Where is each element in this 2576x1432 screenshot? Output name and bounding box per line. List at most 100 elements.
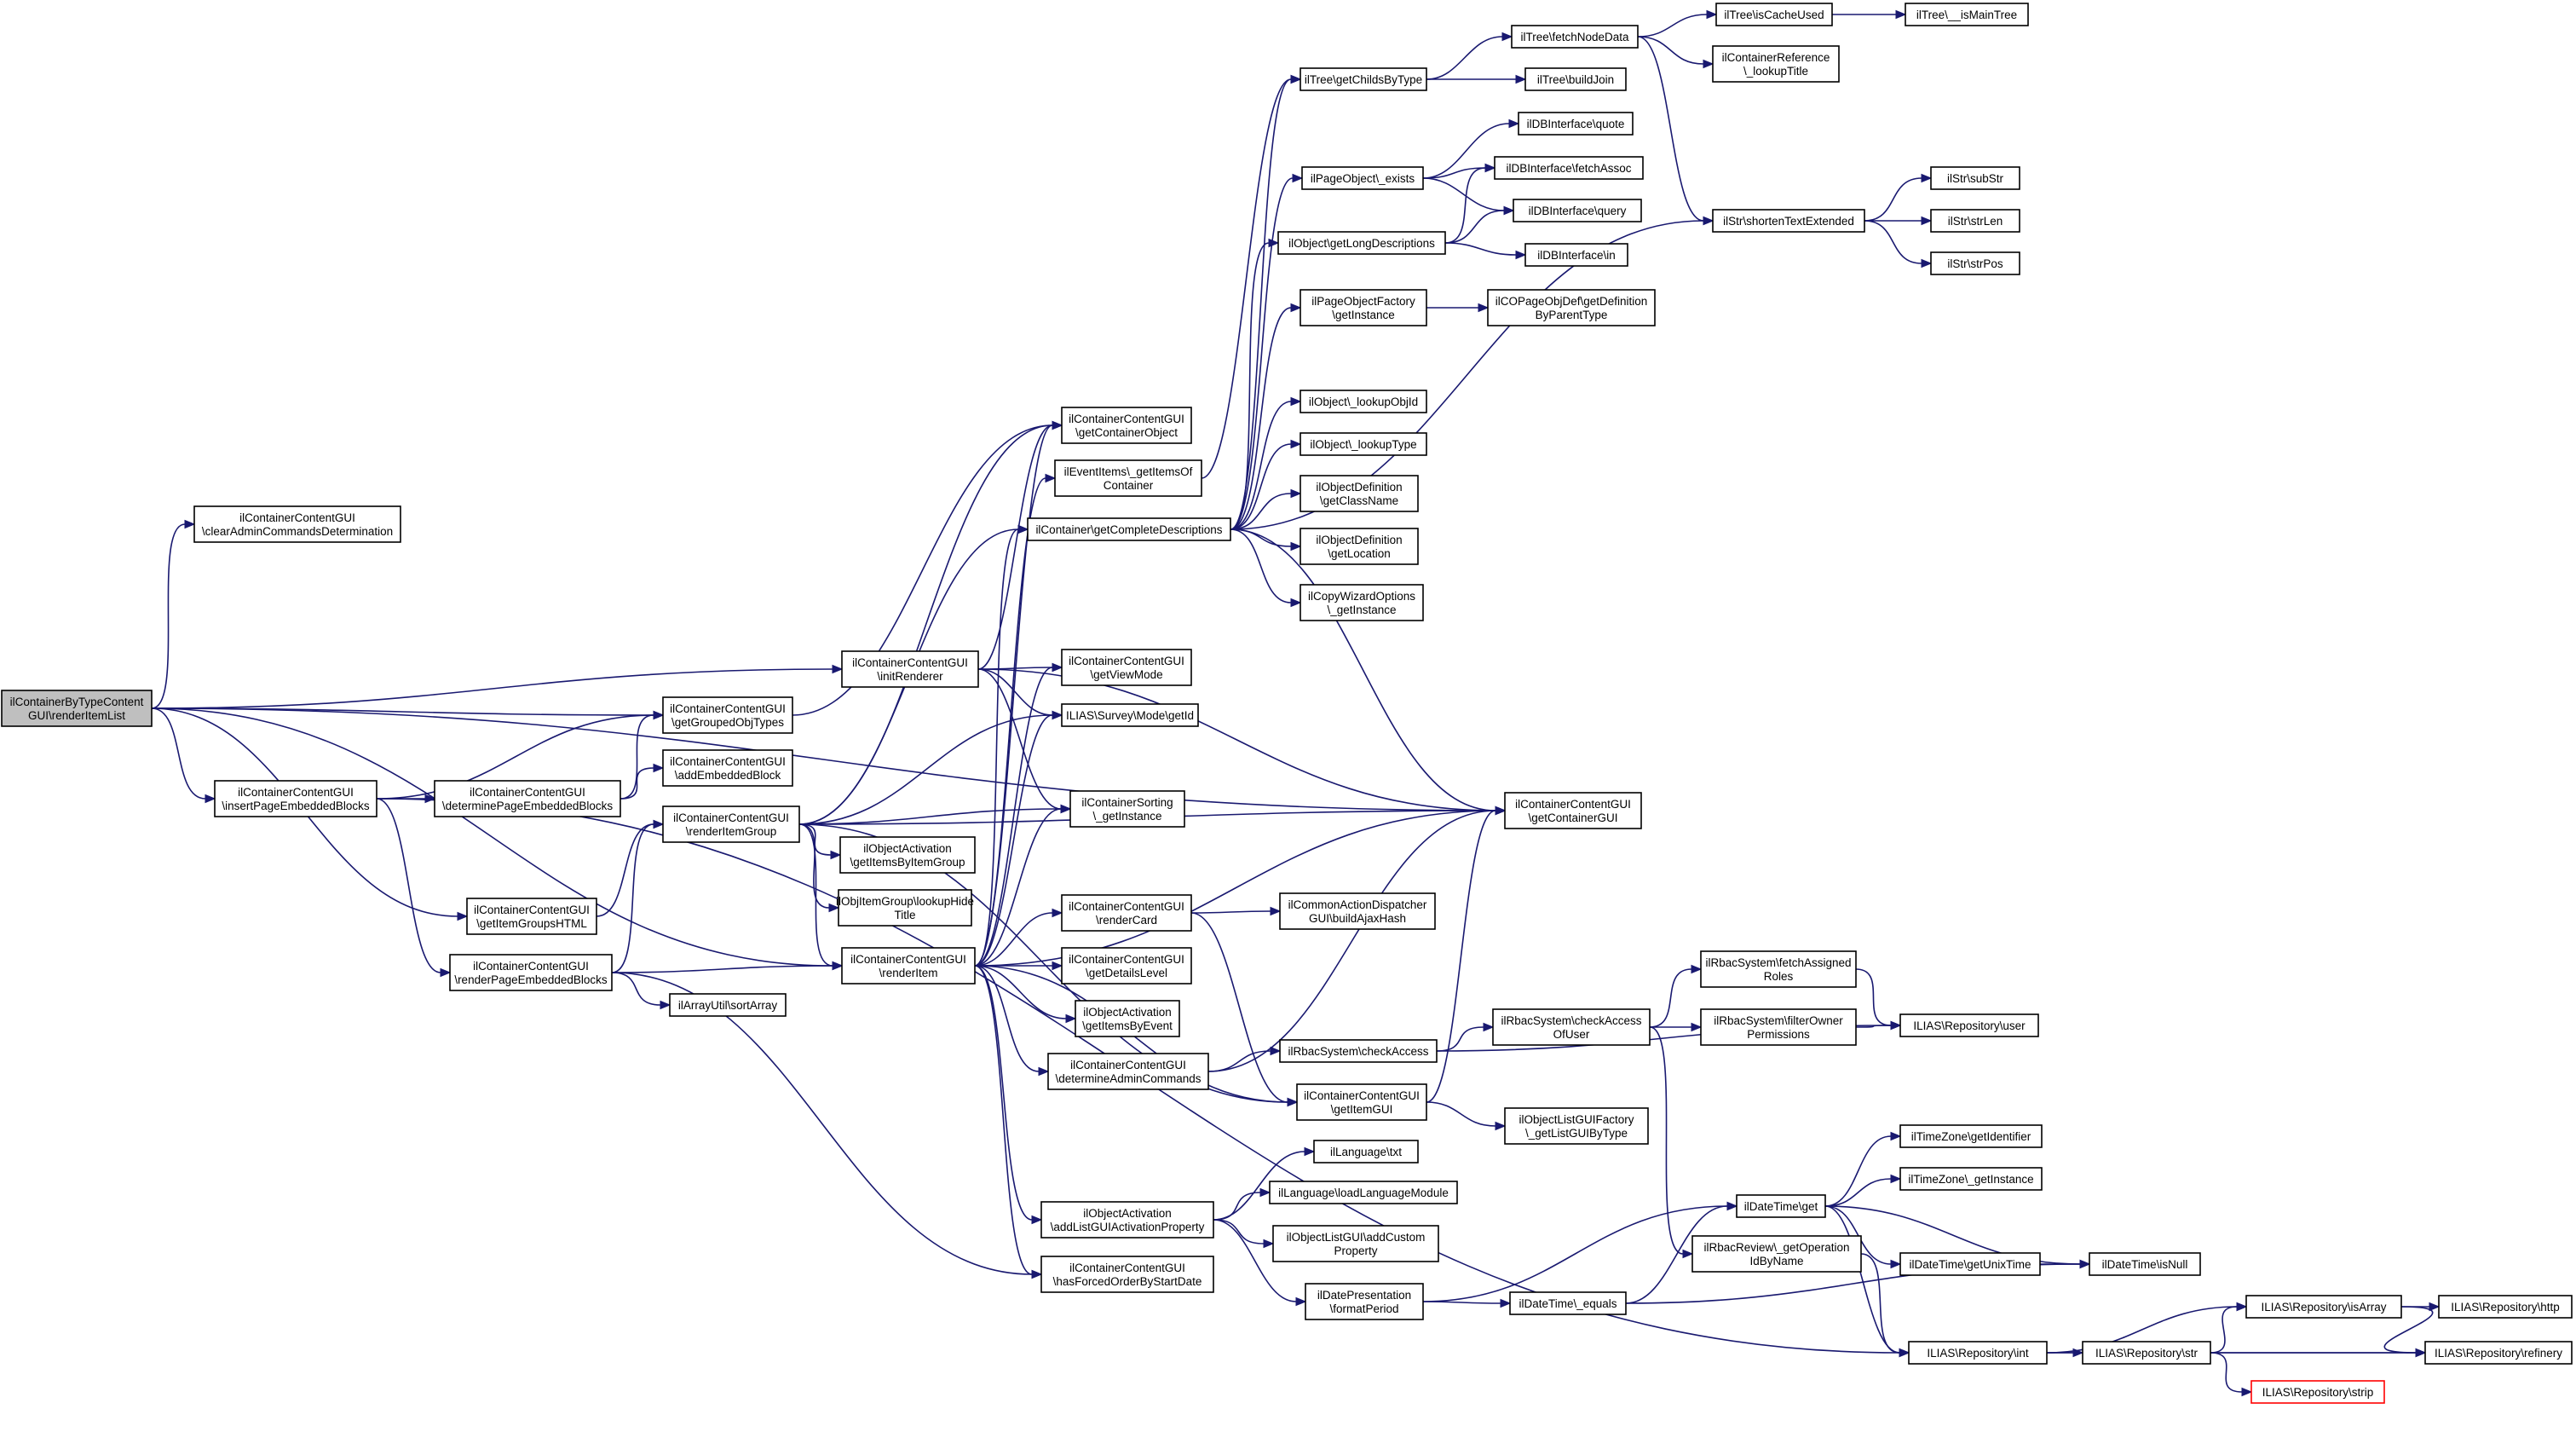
node-get-location[interactable]: ilObjectDefinition\getLocation (1300, 528, 1419, 565)
node-sort-array[interactable]: ilArrayUtil\sortArray (669, 993, 787, 1017)
node-repo-int[interactable]: ILIAS\Repository\int (1908, 1341, 2048, 1365)
node-repo-user[interactable]: ILIAS\Repository\user (1899, 1013, 2039, 1037)
node-get-childs[interactable]: ilTree\getChildsByType (1300, 67, 1427, 91)
node-long-desc[interactable]: ilObject\getLongDescriptions (1277, 231, 1446, 255)
node-copy-wizard[interactable]: ilCopyWizardOptions\_getInstance (1300, 584, 1424, 621)
edge-review-op-to-repo-int (1860, 1253, 1910, 1358)
node-repo-is-array[interactable]: ILIAS\Repository\isArray (2245, 1295, 2402, 1319)
node-get-container-gui[interactable]: ilContainerContentGUI\getContainerGUI (1504, 792, 1642, 829)
node-get-view-mode[interactable]: ilContainerContentGUI\getViewMode (1061, 649, 1192, 686)
node-build-join[interactable]: ilTree\buildJoin (1524, 67, 1627, 91)
node-render-group[interactable]: ilContainerContentGUI\renderItemGroup (662, 806, 800, 843)
node-box (1040, 1201, 1214, 1239)
node-label: ilTree\fetchNodeData (1520, 31, 1629, 43)
node-quote[interactable]: ilDBInterface\quote (1518, 112, 1634, 136)
edge-arrowhead (1259, 1187, 1271, 1198)
node-sub-str[interactable]: ilStr\subStr (1930, 166, 2020, 190)
edge-line (611, 823, 654, 973)
node-sorting[interactable]: ilContainerSorting\_getInstance (1069, 790, 1185, 828)
node-format-period[interactable]: ilDatePresentation\formatPeriod (1305, 1283, 1424, 1320)
node-obj-act-group[interactable]: ilObjectActivation\getItemsByItemGroup (839, 836, 976, 874)
node-render-item[interactable]: ilContainerContentGUI\renderItem (841, 947, 976, 984)
node-label: ilStr\shortenTextExtended (1723, 215, 1854, 228)
node-lookup-type[interactable]: ilObject\_lookupType (1300, 432, 1427, 456)
node-txt[interactable]: ilLanguage\txt (1313, 1140, 1419, 1164)
node-determine-admin[interactable]: ilContainerContentGUI\determineAdminComm… (1047, 1053, 1209, 1090)
edge-line (376, 714, 654, 800)
node-determine-peb[interactable]: ilContainerContentGUI\determinePageEmbed… (434, 780, 621, 817)
node-insert-peb[interactable]: ilContainerContentGUI\insertPageEmbedded… (214, 780, 377, 817)
node-get-item-groups-html[interactable]: ilContainerContentGUI\getItemGroupsHTML (466, 898, 597, 935)
node-list-factory[interactable]: ilObjectListGUIFactory\_getListGUIByType (1504, 1107, 1649, 1145)
node-render-peb[interactable]: ilContainerContentGUI\renderPageEmbedded… (449, 954, 613, 991)
node-forced-order[interactable]: ilContainerContentGUI\hasForcedOrderBySt… (1040, 1256, 1214, 1293)
node-dt-equals[interactable]: ilDateTime\_equals (1509, 1291, 1627, 1315)
node-fetch-node[interactable]: ilTree\fetchNodeData (1511, 25, 1639, 49)
node-repo-http[interactable]: ILIAS\Repository\http (2438, 1295, 2573, 1319)
node-add-list-gui[interactable]: ilObjectActivation\addListGUIActivationP… (1040, 1201, 1214, 1239)
node-complete-desc[interactable]: ilContainer\getCompleteDescriptions (1027, 517, 1231, 541)
node-render-card[interactable]: ilContainerContentGUI\renderCard (1061, 894, 1192, 932)
node-details-level[interactable]: ilContainerContentGUI\getDetailsLevel (1061, 947, 1192, 984)
node-label: ilTree\getChildsByType (1305, 73, 1422, 86)
node-label: ilCopyWizardOptions\_getInstance (1308, 590, 1415, 616)
node-lookup-obj-id[interactable]: ilObject\_lookupObjId (1300, 390, 1427, 413)
node-container-ref[interactable]: ilContainerReference\_lookupTitle (1712, 45, 1840, 83)
node-label-line: ilTree\fetchNodeData (1520, 31, 1629, 43)
node-tz-id[interactable]: ilTimeZone\getIdentifier (1899, 1124, 2043, 1148)
node-box (1899, 1013, 2039, 1037)
node-label: ilObject\getLongDescriptions (1288, 237, 1435, 250)
node-get-class-name[interactable]: ilObjectDefinition\getClassName (1300, 475, 1419, 512)
edge-line (977, 424, 1053, 670)
edge-render-peb-to-sort-array (611, 972, 671, 1010)
node-label-line: \renderItem (879, 967, 937, 979)
node-check-access[interactable]: ilRbacSystem\checkAccess (1279, 1039, 1438, 1063)
node-db-in[interactable]: ilDBInterface\in (1524, 243, 1628, 267)
node-get-item-gui[interactable]: ilContainerContentGUI\getItemGUI (1296, 1083, 1427, 1121)
node-label: ilContainerContentGUI\addEmbeddedBlock (670, 755, 786, 782)
edge-arrowhead (1508, 118, 1520, 129)
node-shorten[interactable]: ilStr\shortenTextExtended (1712, 209, 1865, 233)
node-load-lang[interactable]: ilLanguage\loadLanguageModule (1269, 1181, 1458, 1204)
node-str-pos[interactable]: ilStr\strPos (1930, 251, 2020, 275)
node-unix-time[interactable]: ilDateTime\getUnixTime (1899, 1252, 2041, 1276)
node-repo-refinery[interactable]: ILIAS\Repository\refinery (2424, 1341, 2573, 1365)
node-add-embedded[interactable]: ilContainerContentGUI\addEmbeddedBlock (662, 749, 793, 787)
node-get-grouped[interactable]: ilContainerContentGUI\getGroupedObjTypes (662, 696, 793, 734)
edge-dt-get-to-tz-id (1824, 1131, 1902, 1207)
edge-line (977, 668, 1053, 716)
node-page-factory[interactable]: ilPageObjectFactory\getInstance (1300, 289, 1427, 326)
node-survey-mode[interactable]: ILIAS\Survey\Mode\getId (1061, 703, 1199, 727)
edge-line (1855, 1025, 1892, 1028)
node-is-main-tree[interactable]: ilTree\__isMainTree (1905, 3, 2029, 26)
node-is-null[interactable]: ilDateTime\isNull (2089, 1252, 2201, 1276)
node-label-line: \_getInstance (1092, 810, 1161, 823)
node-str-len[interactable]: ilStr\strLen (1930, 209, 2020, 233)
node-label-line: ILIAS\Survey\Mode\getId (1066, 709, 1194, 722)
node-label-line: ilRbacSystem\fetchAssigned (1705, 956, 1851, 969)
node-fetch-assoc[interactable]: ilDBInterface\fetchAssoc (1494, 156, 1644, 180)
node-box (466, 898, 597, 935)
node-query[interactable]: ilDBInterface\query (1513, 199, 1642, 222)
node-is-cache-used[interactable]: ilTree\isCacheUsed (1715, 3, 1833, 26)
node-repo-strip[interactable]: ILIAS\Repository\strip (2250, 1380, 2385, 1404)
node-dt-get[interactable]: ilDateTime\get (1736, 1194, 1826, 1218)
node-tz-inst[interactable]: ilTimeZone\_getInstance (1899, 1167, 2043, 1191)
node-repo-str[interactable]: ILIAS\Repository\str (2082, 1341, 2211, 1365)
node-init-renderer[interactable]: ilContainerContentGUI\initRenderer (841, 650, 979, 688)
node-clear[interactable]: ilContainerContentGUI\clearAdminCommands… (193, 505, 401, 543)
edge-line (1230, 177, 1294, 530)
node-obj-act-event[interactable]: ilObjectActivation\getItemsByEvent (1075, 1000, 1180, 1037)
node-get-container-object[interactable]: ilContainerContentGUI\getContainerObject (1061, 407, 1192, 444)
node-page-exists[interactable]: ilPageObject\_exists (1301, 166, 1424, 190)
